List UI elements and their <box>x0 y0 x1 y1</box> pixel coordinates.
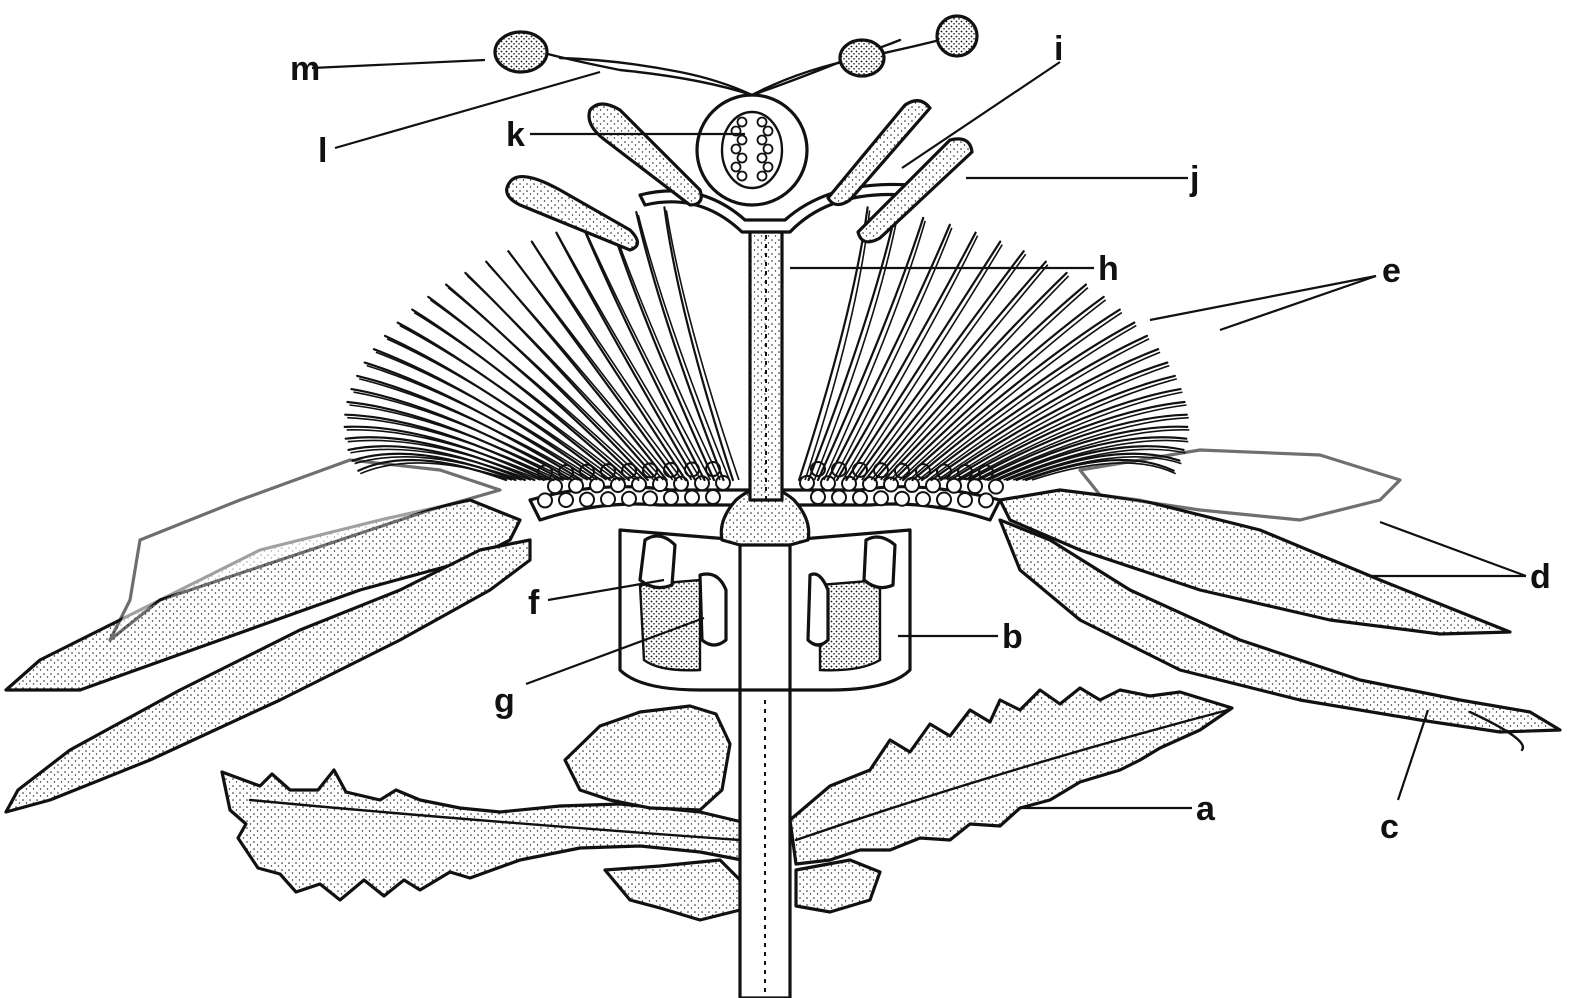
corona-bead <box>695 476 709 490</box>
corona-filament-edge <box>909 313 1122 480</box>
ovule <box>758 136 767 145</box>
corona-bead <box>968 479 982 493</box>
corona-bead <box>643 491 657 505</box>
bract-leaves <box>222 688 1232 920</box>
ovule <box>738 172 747 181</box>
label-e: e <box>1382 252 1401 290</box>
corona-bead <box>569 479 583 493</box>
corona-bead <box>937 493 951 507</box>
corona-filament <box>636 212 723 480</box>
label-b: b <box>1002 618 1023 656</box>
ovule <box>764 127 773 136</box>
label-i: i <box>1054 30 1063 68</box>
corona-bead <box>800 476 814 490</box>
ovule <box>758 172 767 181</box>
corona-bead <box>947 479 961 493</box>
corona-bead <box>958 493 972 507</box>
ovule <box>732 145 741 154</box>
label-k: k <box>506 116 525 154</box>
corona-bead <box>548 479 562 493</box>
corona-bead <box>622 492 636 506</box>
ovule <box>738 118 747 127</box>
styles-and-stigmas <box>495 16 977 95</box>
label-c: c <box>1380 808 1399 846</box>
corona-bead <box>853 491 867 505</box>
corona-filament <box>818 218 923 480</box>
corona-bead <box>580 493 594 507</box>
corona-bead <box>874 491 888 505</box>
corona-bead <box>559 493 573 507</box>
label-d: d <box>1530 558 1551 596</box>
ovule <box>758 154 767 163</box>
ovule <box>764 163 773 172</box>
corona-bead <box>590 478 604 492</box>
corona-filament <box>465 273 657 480</box>
corona-bead <box>538 493 552 507</box>
ovary <box>697 95 807 205</box>
corona-bead <box>811 490 825 504</box>
corona-filament <box>828 225 950 480</box>
corona-bead <box>664 491 678 505</box>
floral-cup <box>530 487 1000 690</box>
label-a: a <box>1196 790 1216 828</box>
label-f: f <box>528 584 540 622</box>
label-j: j <box>1189 160 1199 198</box>
corona-bead <box>989 480 1003 494</box>
ovule <box>738 136 747 145</box>
corona-bead <box>685 490 699 504</box>
corona-filament <box>809 212 896 480</box>
corona-bead <box>979 493 993 507</box>
label-h: h <box>1098 250 1119 288</box>
corona-bead <box>706 490 720 504</box>
label-g: g <box>494 682 515 720</box>
ovule <box>758 118 767 127</box>
corona-bead <box>916 492 930 506</box>
ovule <box>764 145 773 154</box>
stem <box>740 690 790 998</box>
part-labels: m l k i j h e d c a b f g <box>290 30 1551 846</box>
label-m: m <box>290 50 320 88</box>
corona-bead <box>832 490 846 504</box>
label-l: l <box>318 132 327 170</box>
ovule <box>738 154 747 163</box>
ovule <box>732 163 741 172</box>
corona-bead <box>601 492 615 506</box>
corona-bead <box>895 492 909 506</box>
